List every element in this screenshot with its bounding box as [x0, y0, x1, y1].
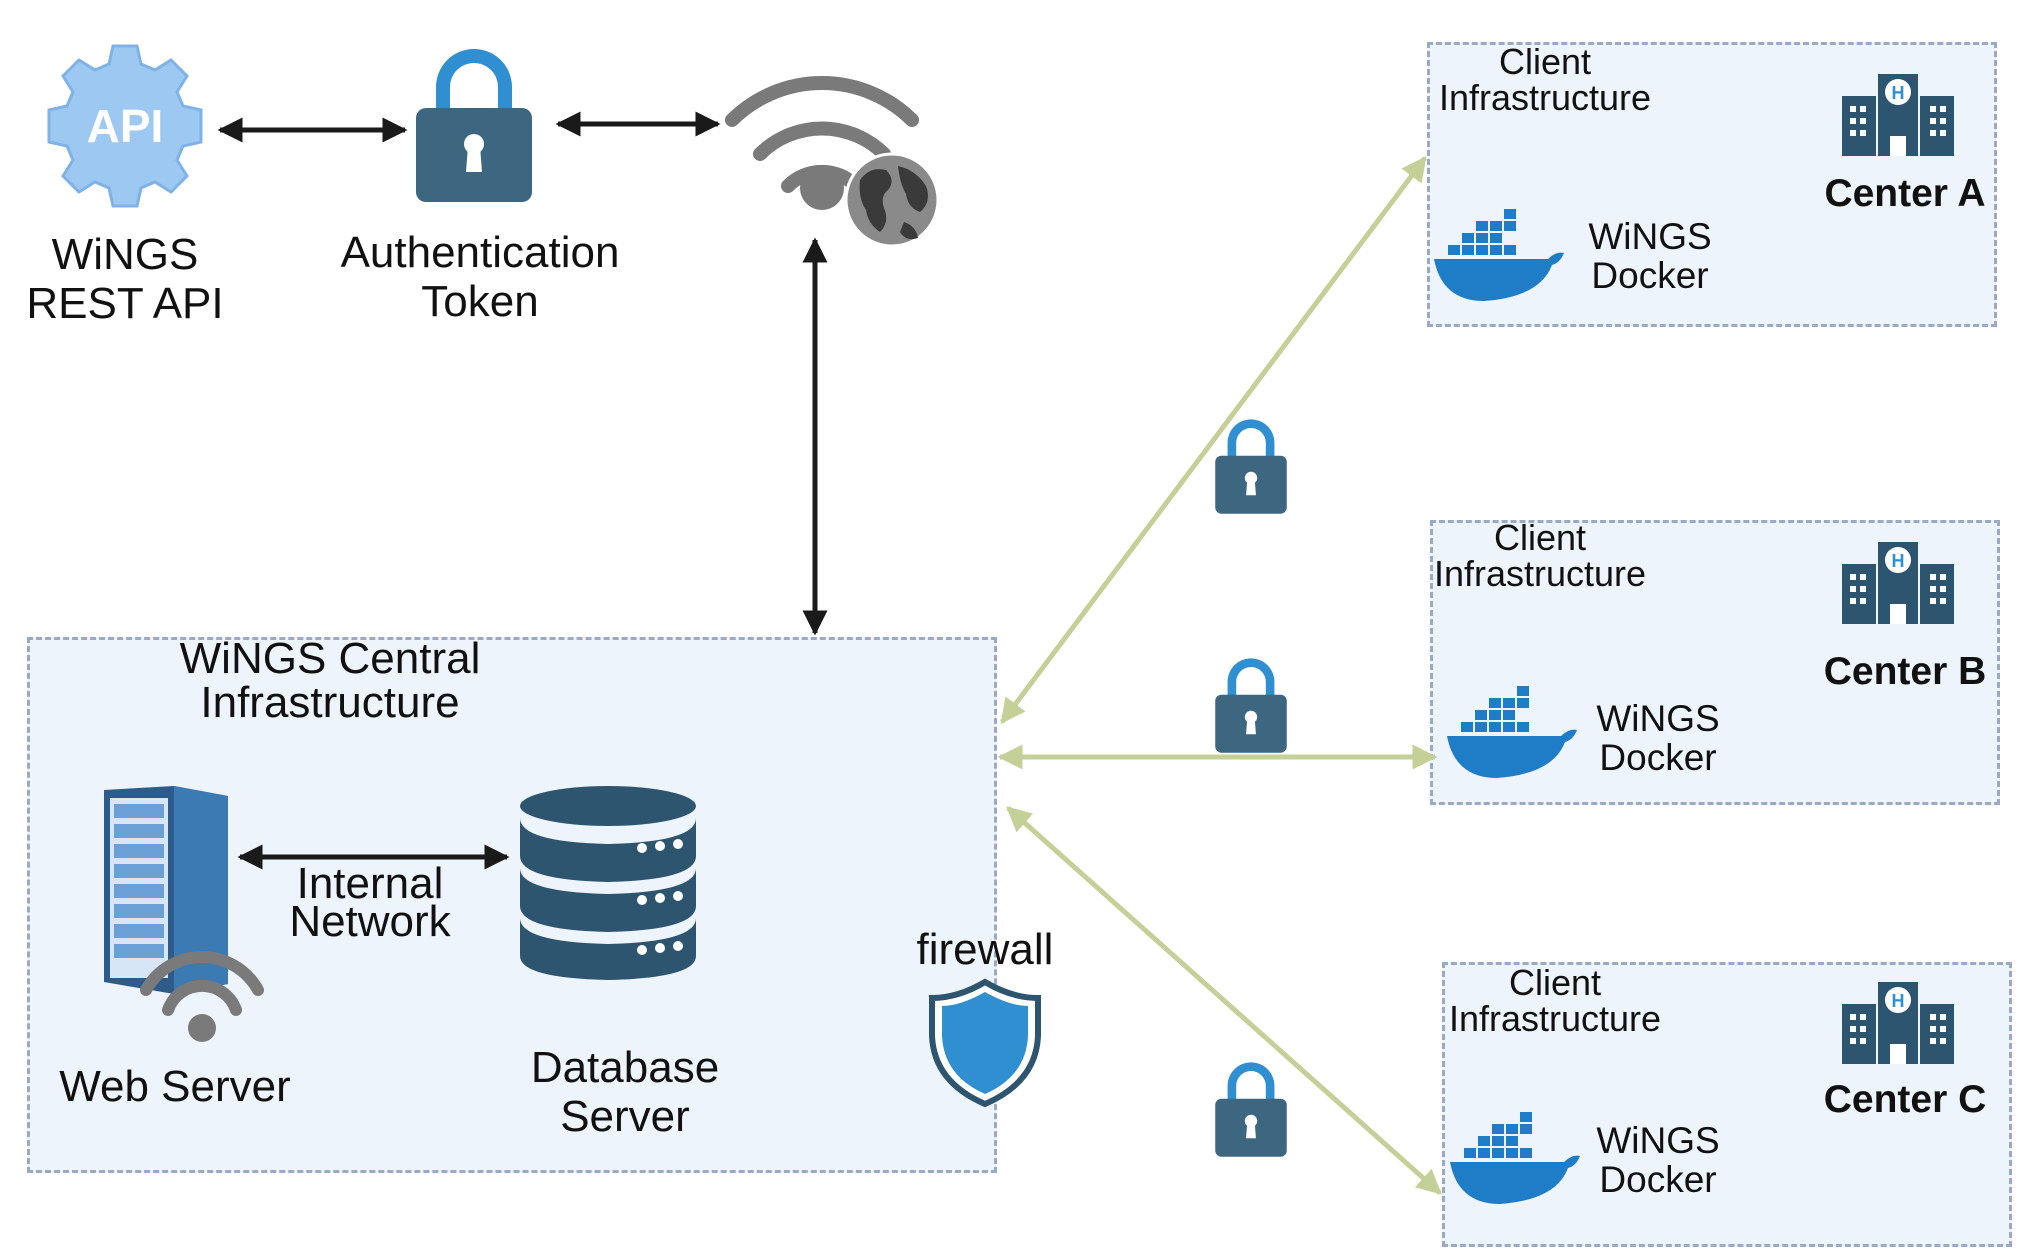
- api-label: WiNGS REST API: [20, 230, 230, 329]
- lock-icon-link-c: [1215, 1062, 1287, 1157]
- docker-a-line1: WiNGS: [1588, 216, 1712, 257]
- docker-whale-icon-c: [1450, 1112, 1580, 1204]
- lock-icon-link-b: [1215, 658, 1287, 753]
- lock-icon: [416, 49, 532, 202]
- svg-text:H: H: [1892, 551, 1905, 571]
- client-c-title-line1: Client: [1508, 962, 1602, 1003]
- docker-c-label: WiNGS Docker: [1583, 1120, 1733, 1200]
- database-server-label: Database Server: [520, 1043, 730, 1142]
- web-server-label: Web Server: [59, 1062, 291, 1111]
- internal-network-label: Internal Network: [270, 859, 470, 946]
- central-title: WiNGS Central Infrastructure: [170, 637, 490, 725]
- docker-b-label: WiNGS Docker: [1583, 698, 1733, 778]
- docker-whale-icon-a: [1434, 209, 1564, 301]
- central-title-line1: WiNGS Central: [179, 634, 481, 683]
- svg-text:H: H: [1892, 991, 1905, 1011]
- docker-a-line2: Docker: [1591, 254, 1709, 296]
- network-label-line2: Network: [289, 896, 451, 946]
- db-label-line2: Server: [560, 1092, 690, 1142]
- docker-b-line2: Docker: [1599, 736, 1717, 778]
- api-label-line2: REST API: [26, 279, 224, 329]
- hospital-icon-a: H: [1842, 74, 1954, 156]
- docker-a-label: WiNGS Docker: [1575, 216, 1725, 296]
- lock-icon-link-a: [1215, 419, 1287, 514]
- svg-text:H: H: [1892, 83, 1905, 103]
- client-b-title: Client Infrastructure: [1425, 520, 1655, 592]
- client-a-title-line1: Client: [1498, 41, 1592, 82]
- firewall-label: firewall: [916, 925, 1054, 974]
- client-c-title: Client Infrastructure: [1440, 965, 1670, 1037]
- docker-b-line1: WiNGS: [1596, 698, 1720, 739]
- docker-whale-icon-b: [1447, 686, 1577, 778]
- client-b-title-line2: Infrastructure: [1433, 553, 1647, 594]
- center-c-label: Center C: [1823, 1078, 1987, 1121]
- hospital-icon-b: H: [1842, 542, 1954, 624]
- network-label-line1: Internal: [296, 859, 444, 908]
- docker-c-line2: Docker: [1599, 1158, 1717, 1200]
- central-title-line2: Infrastructure: [200, 678, 460, 727]
- auth-label-line2: Token: [421, 277, 539, 327]
- auth-token-label: Authentication Token: [330, 228, 630, 327]
- docker-c-line1: WiNGS: [1596, 1120, 1720, 1161]
- central-center-c-arrow: [1006, 806, 1442, 1195]
- center-a-label: Center A: [1824, 172, 1986, 215]
- central-center-a-arrow: [1000, 156, 1427, 724]
- center-b-label: Center B: [1823, 650, 1987, 693]
- db-label-line1: Database: [530, 1043, 720, 1092]
- api-badge-text: API: [87, 100, 164, 152]
- client-c-title-line2: Infrastructure: [1448, 998, 1662, 1039]
- database-icon: [520, 786, 696, 980]
- client-a-title: Client Infrastructure: [1430, 44, 1660, 116]
- firewall-shield-icon: [929, 978, 1041, 1108]
- hospital-icon-c: H: [1842, 982, 1954, 1064]
- client-b-title-line1: Client: [1493, 517, 1587, 558]
- api-gear-icon: API: [47, 44, 203, 208]
- auth-label-line1: Authentication: [340, 228, 620, 277]
- api-label-line1: WiNGS: [51, 230, 199, 279]
- server-rack-icon: [104, 786, 264, 1042]
- wifi-globe-icon: [725, 76, 940, 248]
- client-a-title-line2: Infrastructure: [1438, 77, 1652, 118]
